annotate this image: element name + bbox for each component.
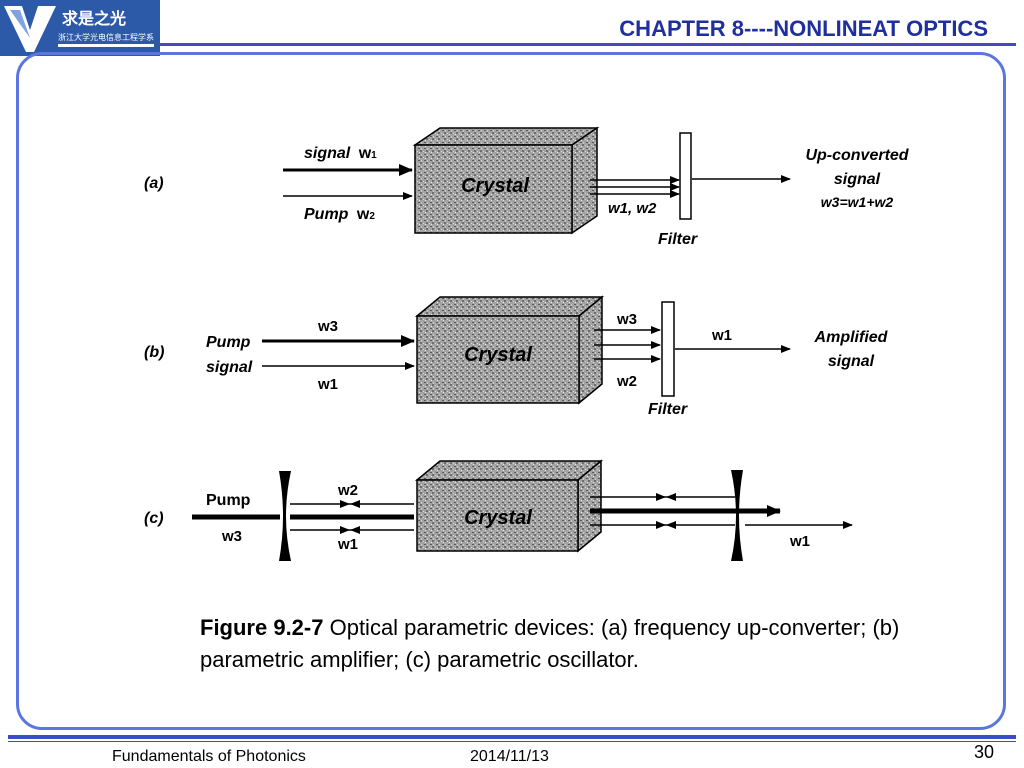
svg-text:Pump w2: Pump w2 (304, 206, 375, 223)
panel-a: (a) Crystal signal w1 Pump w2 w1, w2 Fil… (144, 126, 910, 248)
content-frame (16, 52, 1006, 730)
out-main-freq-b: w1 (711, 327, 732, 344)
pump-freq-a: w (356, 206, 370, 223)
figure-caption: Figure 9.2-7 Optical parametric devices:… (200, 612, 900, 676)
crystal-b-label: Crystal (464, 344, 532, 366)
crystal-c-label: Crystal (464, 507, 532, 529)
output-label-b-line1: Amplified (814, 329, 889, 346)
panel-b: (b) Crystal Pump signal w3 w1 w3 w2 Filt… (144, 295, 889, 418)
panel-c-tag: (c) (144, 510, 164, 527)
panel-b-tag: (b) (144, 344, 164, 361)
panel-a-tag: (a) (144, 175, 164, 192)
chapter-title: CHAPTER 8----NONLINEAT OPTICS (619, 16, 988, 41)
filter-b (661, 301, 675, 397)
signal-label-a: signal (304, 145, 351, 162)
crystal-b: Crystal (414, 295, 605, 405)
page-number: 30 (973, 742, 994, 762)
crystal-c: Crystal (414, 459, 604, 553)
right-mirror (731, 470, 743, 561)
footer-date: 2014/11/13 (470, 748, 549, 765)
university-logo: 求是之光 浙江大学光电信息工程学系 (0, 0, 160, 56)
in-bottom-freq-b: w1 (317, 376, 338, 393)
out-freqs-a: w1, w2 (608, 200, 657, 217)
signal-label-b: signal (206, 359, 253, 376)
slide-header: 求是之光 浙江大学光电信息工程学系 CHAPTER 8----NONLINEAT… (0, 0, 1024, 56)
footer-divider-thick (8, 735, 1016, 739)
pump-label-a: Pump (304, 206, 349, 223)
output-equation-a: w3=w1+w2 (821, 194, 894, 210)
logo-subtext: 浙江大学光电信息工程学系 (58, 32, 154, 42)
filter-label-a: Filter (658, 231, 698, 248)
pump-label-b: Pump (206, 334, 251, 351)
panel-c: (c) Pump w3 w2 w1 Crystal w1 (144, 459, 853, 561)
out-freq-c: w1 (789, 533, 810, 550)
logo-text: 求是之光 (62, 9, 126, 28)
figure-number: Figure 9.2-7 (200, 615, 324, 640)
header-divider (160, 43, 1016, 46)
output-label-a-line2: signal (834, 171, 881, 188)
out-bottom-freq-b: w2 (616, 373, 637, 390)
svg-text:signal w1: signal w1 (304, 145, 377, 162)
in-top-freq-c: w2 (337, 482, 358, 499)
signal-freq-a: w (358, 145, 372, 162)
output-label-b-line2: signal (828, 353, 875, 370)
in-top-freq-b: w3 (317, 318, 338, 335)
filter-label-b: Filter (648, 401, 688, 418)
left-mirror (279, 471, 291, 561)
filter-a (679, 132, 692, 220)
out-top-freq-b: w3 (616, 311, 637, 328)
footer-course-title: Fundamentals of Photonics (112, 748, 306, 765)
crystal-a: Crystal (412, 126, 600, 235)
pump-freq-c: w3 (221, 528, 242, 545)
footer-divider-thin (8, 741, 1016, 742)
pump-label-c: Pump (206, 492, 251, 509)
figure-caption-text: Optical parametric devices: (a) frequenc… (200, 615, 900, 672)
crystal-a-label: Crystal (461, 175, 529, 197)
in-bottom-freq-c: w1 (337, 536, 358, 553)
output-label-a-line1: Up-converted (805, 147, 909, 164)
